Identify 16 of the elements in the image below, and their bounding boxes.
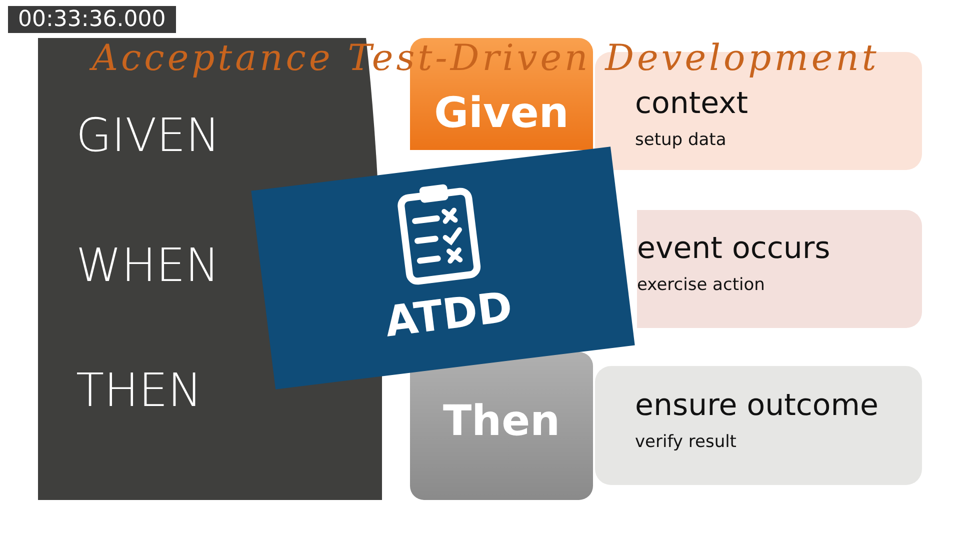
keyword-label: THEN	[76, 363, 202, 417]
step-title: ensure outcome	[635, 388, 878, 422]
keyword-label: WHEN	[76, 238, 220, 292]
step-box	[637, 210, 922, 328]
card-label: ATDD	[381, 281, 516, 348]
keyword-label: Given	[433, 88, 570, 137]
step-note: setup data	[635, 130, 726, 150]
step-note: verify result	[635, 432, 736, 452]
timestamp: 00:33:36.000	[8, 6, 176, 33]
keyword-label: GIVEN	[76, 108, 220, 162]
step-title: context	[635, 86, 748, 121]
keyword-label: Then	[442, 396, 561, 445]
step-box	[595, 366, 922, 485]
keyword-box	[410, 352, 593, 500]
step-note: exercise action	[637, 275, 765, 295]
step-title: event occurs	[637, 231, 830, 266]
